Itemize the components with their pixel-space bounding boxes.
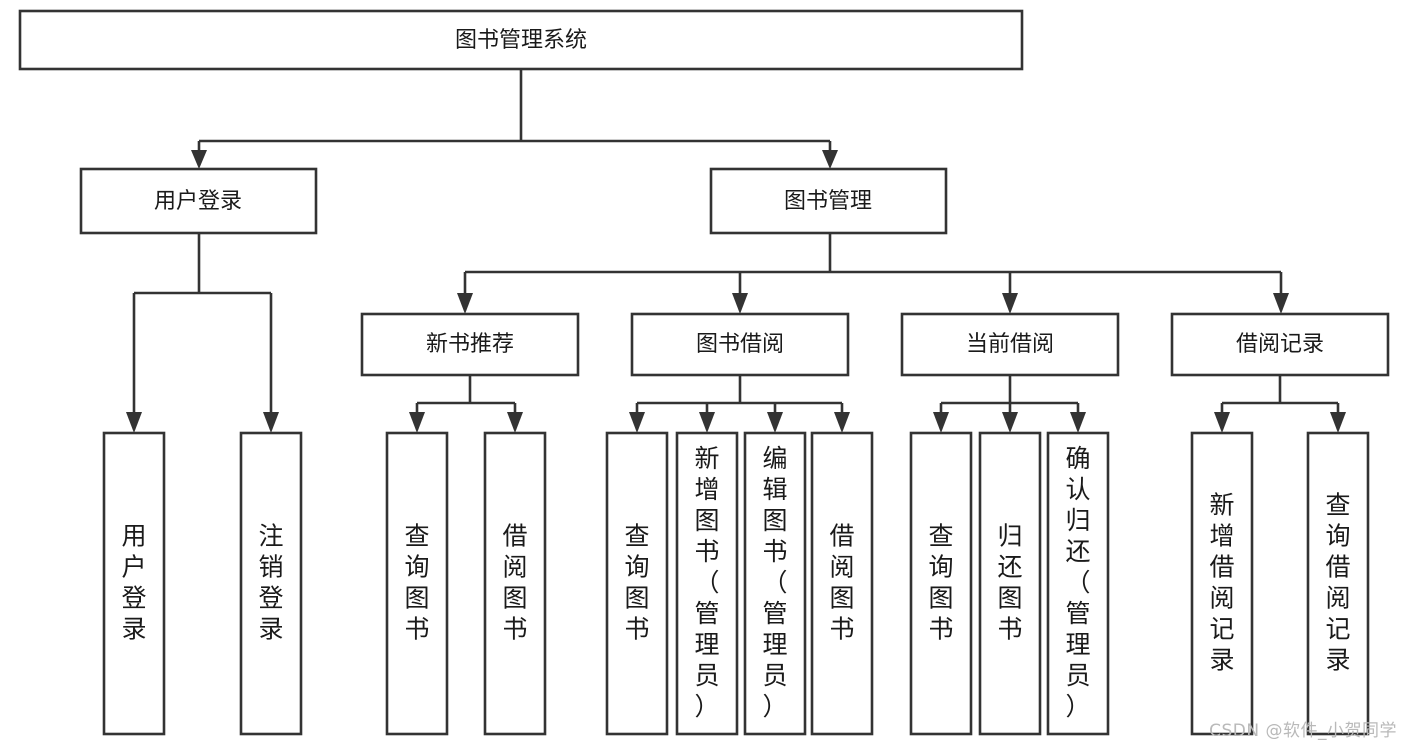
node-book-management-label: 图书管理 bbox=[784, 189, 872, 214]
node-book-management-box[interactable] bbox=[709, 167, 948, 235]
leaf-borrow-book-1-box[interactable] bbox=[483, 431, 547, 736]
arrow-to-borrow-record bbox=[1273, 293, 1289, 314]
leaf-return-book[interactable]: 归还图书 bbox=[978, 431, 1042, 736]
leaf-confirm-return[interactable]: 确认归还（管理员） bbox=[1046, 431, 1110, 736]
leaf-add-book-label: 新增图书（管理员） bbox=[694, 444, 719, 721]
node-root[interactable]: 图书管理系统 bbox=[18, 9, 1024, 71]
leaf-query-record[interactable]: 查询借阅记录 bbox=[1306, 431, 1370, 736]
leaf-borrow-book-2-label: 借阅图书 bbox=[829, 522, 854, 644]
node-borrow-record-label: 借阅记录 bbox=[1236, 332, 1324, 357]
arrow-to-book-management bbox=[822, 150, 838, 169]
arrow-to-leaf-return-book bbox=[1002, 412, 1018, 433]
arrow-to-leaf-add-book bbox=[699, 412, 715, 433]
node-book-borrow-box[interactable] bbox=[630, 312, 850, 377]
node-current-borrow-box[interactable] bbox=[900, 312, 1120, 377]
arrow-to-leaf-query-record bbox=[1330, 412, 1346, 433]
leaf-add-book-box[interactable] bbox=[675, 431, 739, 736]
node-user-login[interactable]: 用户登录 bbox=[79, 167, 318, 235]
arrow-to-new-book-recommend bbox=[457, 293, 473, 314]
leaf-add-book[interactable]: 新增图书（管理员） bbox=[675, 431, 739, 736]
leaf-query-book-3-box[interactable] bbox=[909, 431, 973, 736]
arrow-to-leaf-query-book-1 bbox=[409, 412, 425, 433]
node-new-book-recommend-label: 新书推荐 bbox=[426, 332, 514, 357]
leaf-add-record[interactable]: 新增借阅记录 bbox=[1190, 431, 1254, 736]
node-book-management[interactable]: 图书管理 bbox=[709, 167, 948, 235]
leaf-borrow-book-1-label: 借阅图书 bbox=[502, 522, 527, 644]
leaf-query-book-1-box[interactable] bbox=[385, 431, 449, 736]
leaf-query-book-2[interactable]: 查询图书 bbox=[605, 431, 669, 736]
leaf-logout-login-label: 注销登录 bbox=[258, 522, 283, 644]
leaf-logout-login-box[interactable] bbox=[239, 431, 303, 736]
arrow-to-leaf-edit-book bbox=[767, 412, 783, 433]
node-user-login-label: 用户登录 bbox=[154, 189, 242, 214]
node-user-login-box[interactable] bbox=[79, 167, 318, 235]
arrow-to-leaf-borrow-book-2 bbox=[834, 412, 850, 433]
leaf-confirm-return-label: 确认归还（管理员） bbox=[1065, 444, 1090, 721]
csdn-watermark: CSDN @软件_小贺同学 bbox=[1209, 721, 1397, 741]
leaf-return-book-label: 归还图书 bbox=[997, 522, 1022, 644]
leaf-query-book-3-label: 查询图书 bbox=[928, 522, 953, 644]
node-current-borrow-label: 当前借阅 bbox=[966, 332, 1054, 357]
node-book-borrow-label: 图书借阅 bbox=[696, 332, 784, 357]
leaf-user-login-box[interactable] bbox=[102, 431, 166, 736]
arrow-to-book-borrow bbox=[732, 293, 748, 314]
leaf-edit-book[interactable]: 编辑图书（管理员） bbox=[743, 431, 807, 736]
arrow-to-leaf-logout-login bbox=[263, 412, 279, 433]
node-current-borrow[interactable]: 当前借阅 bbox=[900, 312, 1120, 377]
leaf-user-login[interactable]: 用户登录 bbox=[102, 431, 166, 736]
leaf-query-record-box[interactable] bbox=[1306, 431, 1370, 736]
edge-layer bbox=[126, 69, 1346, 433]
leaf-query-book-3[interactable]: 查询图书 bbox=[909, 431, 973, 736]
leaf-query-book-2-box[interactable] bbox=[605, 431, 669, 736]
leaf-query-book-1-label: 查询图书 bbox=[404, 522, 429, 644]
node-new-book-recommend-box[interactable] bbox=[360, 312, 580, 377]
leaf-logout-login[interactable]: 注销登录 bbox=[239, 431, 303, 736]
leaf-confirm-return-box[interactable] bbox=[1046, 431, 1110, 736]
node-borrow-record[interactable]: 借阅记录 bbox=[1170, 312, 1390, 377]
arrow-to-leaf-query-book-3 bbox=[933, 412, 949, 433]
leaf-edit-book-box[interactable] bbox=[743, 431, 807, 736]
leaf-borrow-book-2[interactable]: 借阅图书 bbox=[810, 431, 874, 736]
leaf-add-record-label: 新增借阅记录 bbox=[1209, 491, 1234, 675]
node-root-box[interactable] bbox=[18, 9, 1024, 71]
arrow-to-leaf-confirm-return bbox=[1070, 412, 1086, 433]
leaf-return-book-box[interactable] bbox=[978, 431, 1042, 736]
leaf-add-record-box[interactable] bbox=[1190, 431, 1254, 736]
leaf-user-login-label: 用户登录 bbox=[121, 522, 146, 644]
leaf-query-book-1[interactable]: 查询图书 bbox=[385, 431, 449, 736]
arrow-to-leaf-borrow-book-1 bbox=[507, 412, 523, 433]
node-borrow-record-box[interactable] bbox=[1170, 312, 1390, 377]
leaf-borrow-book-2-box[interactable] bbox=[810, 431, 874, 736]
leaf-query-book-2-label: 查询图书 bbox=[624, 522, 649, 644]
arrow-to-leaf-user-login bbox=[126, 412, 142, 433]
arrow-to-leaf-add-record bbox=[1214, 412, 1230, 433]
leaf-edit-book-label: 编辑图书（管理员） bbox=[762, 444, 787, 721]
arrow-to-leaf-query-book-2 bbox=[629, 412, 645, 433]
node-root-label: 图书管理系统 bbox=[455, 28, 587, 53]
leaf-borrow-book-1[interactable]: 借阅图书 bbox=[483, 431, 547, 736]
leaf-query-record-label: 查询借阅记录 bbox=[1325, 491, 1350, 675]
arrow-to-current-borrow bbox=[1002, 293, 1018, 314]
node-book-borrow[interactable]: 图书借阅 bbox=[630, 312, 850, 377]
arrow-to-user-login bbox=[191, 150, 207, 169]
node-new-book-recommend[interactable]: 新书推荐 bbox=[360, 312, 580, 377]
